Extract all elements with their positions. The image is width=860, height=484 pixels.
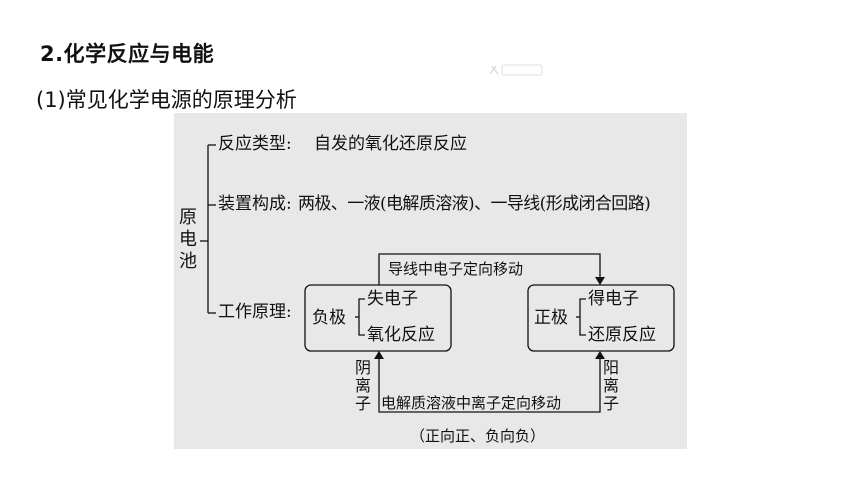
anion-label: 阴离子: [354, 358, 371, 413]
section-heading: 2.化学反应与电能: [40, 42, 215, 66]
branch-device-text: 两极、一液(电解质溶液)、一导线(形成闭合回路): [298, 194, 651, 214]
galvanic-cell-diagram: 原电池 反应类型: 自发的氧化还原反应 装置构成: 两极、一液(电解质溶液)、一…: [174, 113, 687, 449]
electron-flow-line: [378, 253, 601, 285]
diagram-lines: [200, 144, 675, 413]
positive-electrode-label: 正极: [534, 308, 568, 328]
ion-rule-note: （正向正、负向负）: [410, 427, 546, 445]
ion-flow-line: [378, 351, 601, 413]
cation-arrow-icon: [595, 351, 605, 359]
solution-ion-label: 电解质溶液中离子定向移动: [381, 394, 562, 412]
root-label: 原电池: [179, 207, 197, 272]
electron-arrow-icon: [595, 277, 605, 285]
branch-principle-label: 工作原理:: [218, 302, 292, 322]
branch-reaction-type-text: 自发的氧化还原反应: [314, 134, 467, 154]
positive-line-1: 得电子: [588, 289, 639, 309]
branch-reaction-type-label: 反应类型:: [218, 134, 292, 154]
negative-line-1: 失电子: [367, 289, 418, 309]
positive-electrode-box: [527, 284, 675, 352]
cation-label: 阳离子: [602, 358, 619, 413]
watermark-logo-icon: [489, 64, 543, 76]
positive-line-2: 还原反应: [588, 325, 656, 345]
negative-line-2: 氧化反应: [367, 325, 435, 345]
subsection-heading: (1)常见化学电源的原理分析: [36, 88, 297, 112]
negative-electrode-box: [304, 284, 452, 352]
anion-arrow-icon: [374, 351, 384, 359]
negative-electrode-label: 负极: [312, 308, 346, 328]
branch-device-label: 装置构成:: [218, 194, 292, 214]
wire-electron-label: 导线中电子定向移动: [388, 260, 524, 278]
